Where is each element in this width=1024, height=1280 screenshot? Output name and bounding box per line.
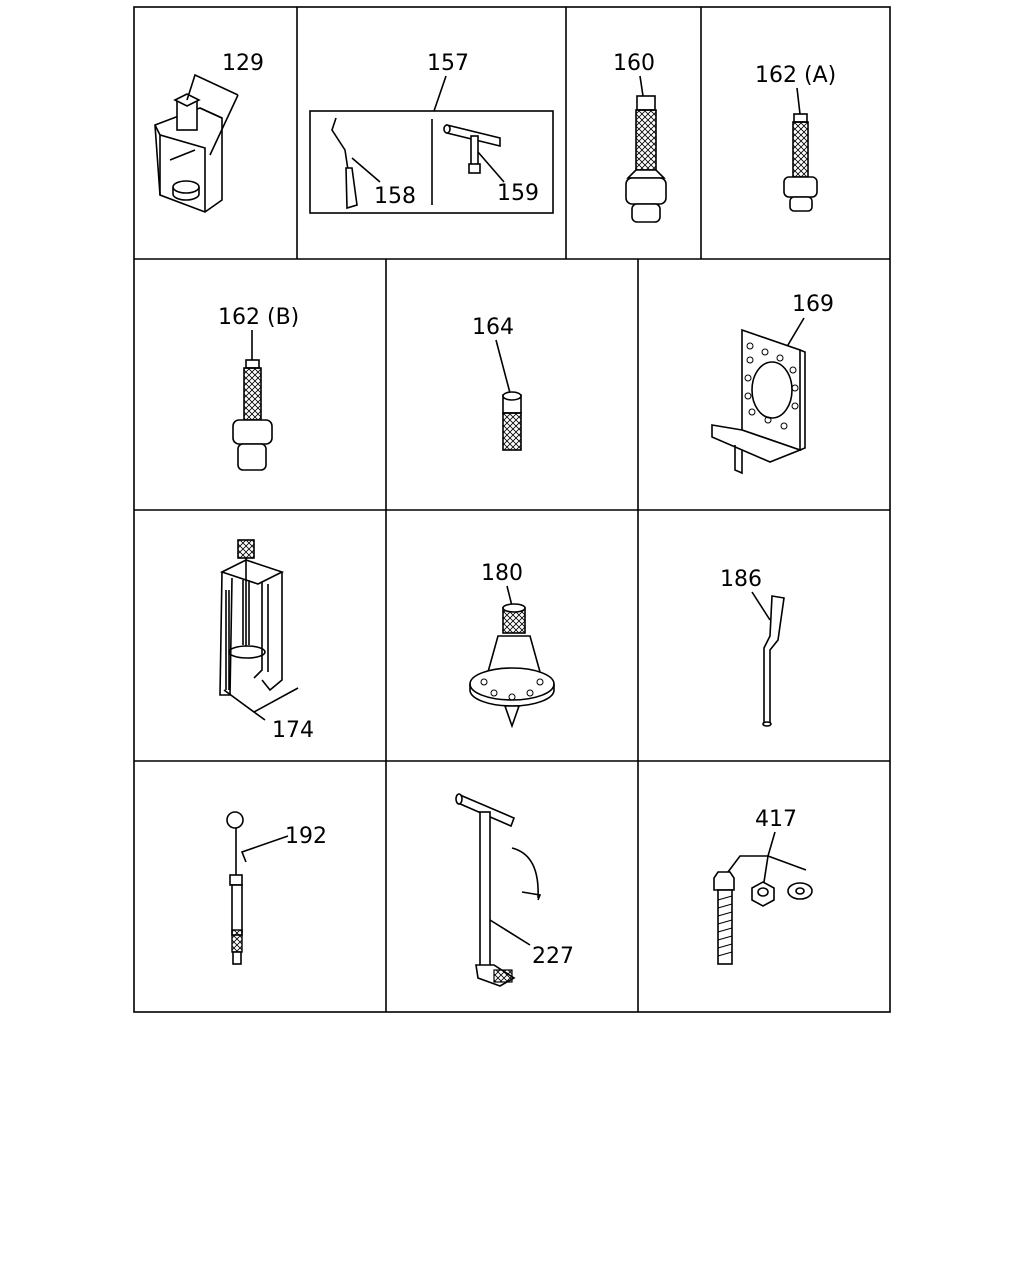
label-129: 129 [222,51,264,76]
leader-160 [639,75,644,97]
leader-157 [433,75,447,112]
leader-158 [351,157,381,183]
cell-160: 160 [613,51,667,223]
label-162b: 162 (B) [218,305,299,330]
label-227: 227 [532,944,574,969]
part-169-drawing [711,328,806,475]
leader-192 [240,835,289,863]
cell-129: 129 [154,51,264,213]
part-162b-drawing [232,359,273,471]
cell-169: 169 [711,292,834,475]
part-186-drawing [762,595,785,727]
grid-frame [133,6,891,1013]
label-186: 186 [720,567,762,592]
label-159: 159 [497,181,539,206]
label-164: 164 [472,315,514,340]
label-157: 157 [427,51,469,76]
part-227-drawing [455,793,542,987]
cell-417: 417 [713,807,813,965]
part-174-drawing [219,539,285,696]
label-192: 192 [285,824,327,849]
leader-227 [489,919,531,946]
part-162a-drawing [783,113,818,212]
label-158: 158 [374,184,416,209]
part-417-nut [751,881,775,907]
label-180: 180 [481,561,523,586]
leader-174 [223,687,299,721]
leader-417 [727,831,807,883]
label-417: 417 [755,807,797,832]
cell-157: 157 158 159 [309,51,554,214]
part-159-t-wrench [443,123,501,174]
cell-227: 227 [455,793,574,987]
label-174: 174 [272,718,314,743]
leader-164 [495,339,511,394]
cell-164: 164 [472,315,522,451]
leader-180 [506,585,513,607]
cell-186: 186 [720,567,785,727]
cell-192: 192 [226,811,327,965]
label-169: 169 [792,292,834,317]
kit-box-157 [309,110,554,214]
label-162a: 162 (A) [755,63,836,88]
part-417-washer [787,882,813,900]
part-180-drawing [469,603,555,729]
part-192-drawing [226,811,244,965]
cell-162a: 162 (A) [755,63,836,212]
cell-180: 180 [469,561,555,729]
leader-129 [186,73,239,156]
part-417-bolt [713,871,735,965]
label-160: 160 [613,51,655,76]
part-164-sleeve [502,391,522,451]
cell-162b: 162 (B) [218,305,299,471]
cell-174: 174 [219,539,314,743]
leader-159 [477,151,505,183]
leader-162a [796,87,801,115]
part-129-puller-drawing [154,93,223,213]
part-158-hook-tool [331,117,358,210]
part-160-drawing [625,95,667,223]
leader-186 [751,591,771,621]
leader-169 [784,317,805,351]
